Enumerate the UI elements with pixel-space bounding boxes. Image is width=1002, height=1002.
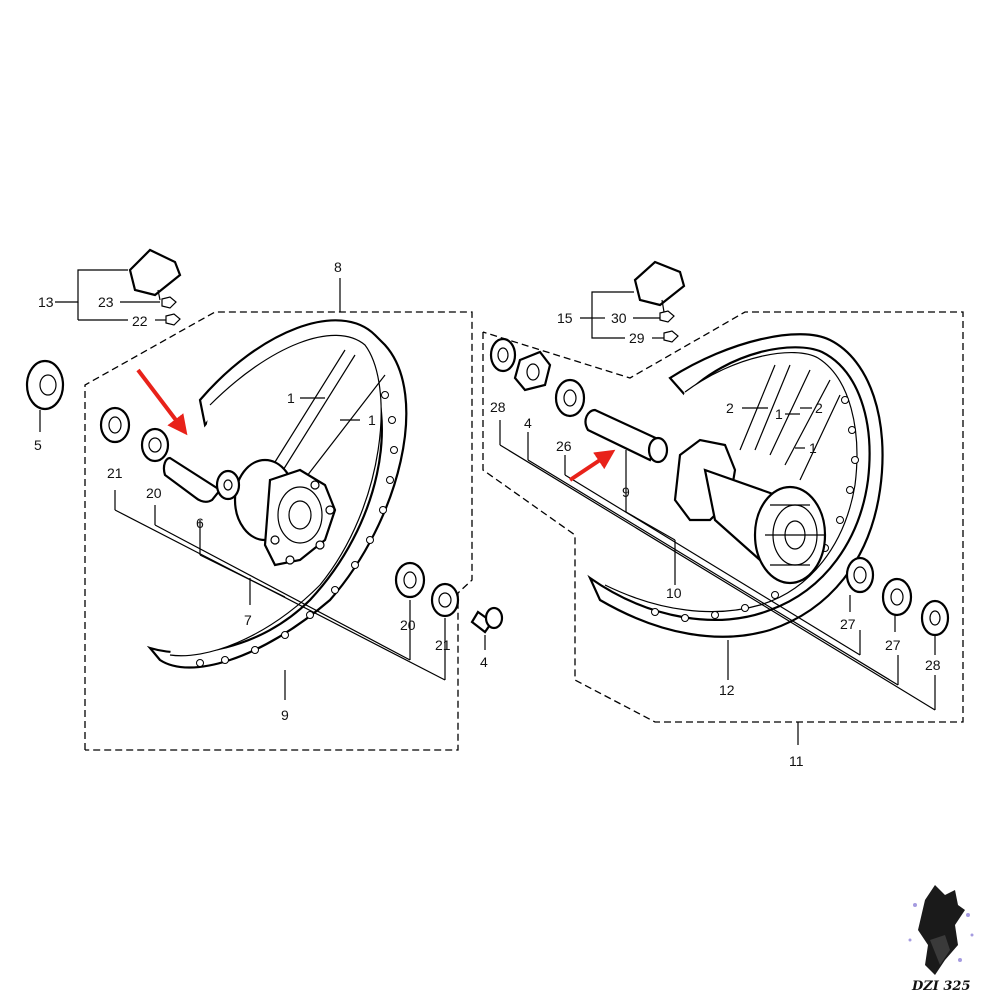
callout-28-right: 28 (925, 657, 941, 673)
front-rim-nipples (196, 391, 398, 667)
callout-13: 13 (38, 294, 54, 310)
callout-22: 22 (132, 313, 148, 329)
front-bearing-20-right (394, 561, 426, 599)
front-rim-lock (128, 248, 182, 326)
front-hub (233, 458, 337, 567)
callout-10: 10 (666, 585, 682, 601)
front-bearing-21-left (99, 406, 131, 444)
rear-collar-4 (513, 350, 552, 392)
callout-23: 23 (98, 294, 114, 310)
callout-8: 8 (334, 259, 342, 275)
front-axle-collar (162, 456, 241, 503)
front-spokes (269, 349, 386, 486)
callout-20-right: 20 (400, 617, 416, 633)
callout-2a: 2 (726, 400, 734, 416)
rear-bearing-28-right (920, 599, 950, 637)
watermark-logo: DZI 325 (908, 885, 974, 994)
callout-1b: 1 (809, 440, 817, 456)
rear-spokes (739, 364, 841, 481)
front-side-collar (470, 606, 504, 634)
front-bearing-20-left (140, 427, 170, 463)
rear-rim (587, 333, 884, 638)
callout-1b: 1 (368, 412, 376, 428)
callout-28-left: 28 (490, 399, 506, 415)
front-highlight-arrow (136, 368, 188, 436)
callout-12: 12 (719, 682, 735, 698)
rear-bearing-28-left (489, 337, 517, 373)
rear-bearing-27-a (845, 556, 875, 594)
rear-wheel-assembly: 15 30 29 28 4 26 9 2 1 2 1 10 27 27 28 1… (482, 260, 964, 769)
front-wheel-assembly: 13 23 22 5 8 1 1 21 20 6 7 20 21 4 9 (25, 248, 504, 751)
callout-11: 11 (789, 753, 804, 769)
callout-6: 6 (196, 515, 204, 531)
callout-21-right: 21 (435, 637, 451, 653)
callout-2b: 2 (815, 400, 823, 416)
rear-bearing-27-b (881, 577, 913, 617)
callout-20-left: 20 (146, 485, 162, 501)
callout-5: 5 (34, 437, 42, 453)
rear-leader-lines (499, 291, 936, 745)
rear-rim-lock (633, 260, 686, 343)
callout-27a: 27 (840, 616, 856, 632)
rear-dashed-frame (482, 311, 964, 723)
callout-4: 4 (524, 415, 532, 431)
callout-26: 26 (556, 438, 572, 454)
callout-1a: 1 (775, 406, 783, 422)
front-dashed-frame (84, 311, 473, 751)
watermark-text: DZI 325 (911, 979, 971, 994)
front-bearing-21-right (430, 582, 460, 618)
rear-hub (673, 438, 827, 585)
front-leader-lines (39, 269, 486, 700)
front-spacer-5 (25, 359, 65, 411)
callout-7: 7 (244, 612, 252, 628)
callout-15: 15 (557, 310, 573, 326)
callout-1a: 1 (287, 390, 295, 406)
callout-4: 4 (480, 654, 488, 670)
callout-21-left: 21 (107, 465, 123, 481)
rear-axle-collar (584, 408, 669, 464)
callout-27b: 27 (885, 637, 901, 653)
callout-9: 9 (622, 484, 630, 500)
rear-highlight-arrow (568, 449, 616, 482)
callout-9: 9 (281, 707, 289, 723)
rear-bearing-26 (554, 378, 586, 418)
callout-30: 30 (611, 310, 627, 326)
callout-29: 29 (629, 330, 645, 346)
